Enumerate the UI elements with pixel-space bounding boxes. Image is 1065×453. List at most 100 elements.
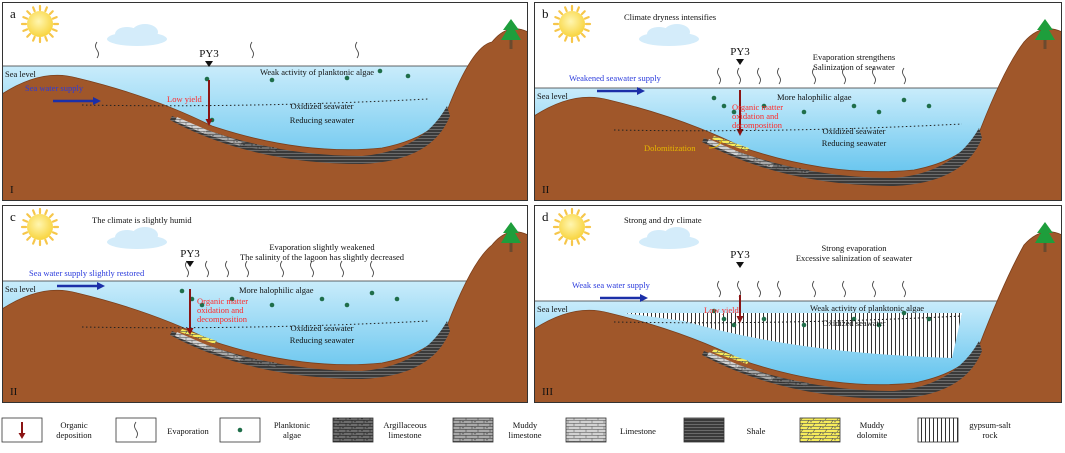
deposition-arrowhead-icon	[736, 316, 744, 323]
sun-icon	[552, 207, 592, 247]
evaporation-icon	[225, 260, 229, 278]
well-marker-icon	[186, 261, 194, 267]
argillaceous-limestone-layer	[240, 142, 277, 152]
legend-label: Muddy	[860, 420, 885, 430]
climate-text: The climate is slightly humid	[92, 215, 192, 225]
tree-icon	[1035, 19, 1055, 49]
cloud-icon	[107, 227, 167, 249]
panel-letter: a	[10, 6, 16, 21]
panel-border	[2, 2, 528, 201]
planktonic-algae-icon	[761, 316, 767, 322]
legend-swatch	[332, 417, 374, 443]
legend-swatch	[452, 417, 494, 443]
argillaceous-limestone-layer	[772, 377, 809, 387]
evaporation-icon	[902, 280, 906, 298]
planktonic-algae-icon	[319, 296, 325, 302]
planktonic-algae-icon	[731, 109, 737, 115]
arrowhead-icon	[18, 433, 26, 439]
planktonic-algae-icon	[269, 302, 275, 308]
cloud-icon	[639, 24, 699, 46]
oxidized-label: Oxidized seawater	[290, 323, 353, 333]
well-marker-icon	[736, 262, 744, 268]
evaporation-icon	[245, 260, 249, 278]
cloud-icon	[639, 227, 699, 249]
legend-swatch	[683, 417, 725, 443]
well-label: PY3	[730, 46, 750, 58]
evaporation-text: Salinization of seawater	[813, 62, 895, 72]
cloud-icon	[107, 24, 167, 46]
planktonic-algae-icon	[876, 109, 882, 115]
deposition-text: decomposition	[197, 314, 248, 324]
redox-boundary	[613, 315, 963, 324]
argillaceous-limestone-layer	[772, 164, 809, 174]
legend-item-evaporation: Evaporation	[115, 417, 210, 443]
evaporation-text: Evaporation slightly weakened	[269, 242, 375, 252]
planktonic-algae-icon	[377, 68, 383, 74]
planktonic-algae-icon	[229, 296, 235, 302]
sea-level-label: Sea level	[537, 91, 569, 101]
deposition-arrowhead-icon	[205, 119, 213, 126]
legend-label: Evaporation	[167, 426, 209, 436]
legend-label: Organic	[60, 420, 87, 430]
planktonic-algae-icon	[721, 316, 727, 322]
panel-letter: b	[542, 6, 549, 21]
legend-label: dolomite	[857, 430, 887, 440]
oxidized-label: Oxidized seawater	[822, 126, 885, 136]
legend-swatch	[917, 417, 959, 443]
limestone-layer	[707, 352, 739, 369]
evaporation-icon	[205, 260, 209, 278]
muddy-dolomite-layer	[712, 349, 749, 364]
climate-text: Strong and dry climate	[624, 215, 702, 225]
legend-label: limestone	[388, 430, 421, 440]
planktonic-algae-icon	[237, 427, 243, 433]
limestone-layer	[175, 117, 207, 134]
panel-border	[2, 205, 528, 403]
oxidized-label: Oxidized seawater	[822, 318, 885, 328]
legend-label: Argillaceous	[383, 420, 426, 430]
well-label: PY3	[199, 48, 219, 60]
muddy-limestone-layer	[737, 365, 774, 381]
supply-text: Weakened seawater supply	[569, 73, 662, 83]
stage-label: I	[10, 184, 14, 196]
evaporation-icon	[355, 41, 359, 59]
algae-label: Weak activity of planktonic algae	[810, 303, 924, 313]
tree-icon	[501, 19, 521, 49]
evaporation-icon	[812, 67, 816, 85]
supply-arrowhead-icon	[640, 294, 648, 302]
planktonic-algae-icon	[761, 103, 767, 109]
land	[534, 231, 1062, 403]
redox-boundary	[613, 123, 963, 132]
limestone-layer	[707, 139, 739, 156]
argillaceous-limestone-layer	[240, 357, 277, 367]
planktonic-algae-icon	[801, 322, 807, 328]
supply-arrowhead-icon	[97, 282, 105, 290]
reducing-label: Reducing seawater	[290, 115, 355, 125]
planktonic-algae-icon	[721, 103, 727, 109]
well-marker-icon	[736, 59, 744, 65]
planktonic-algae-icon	[851, 103, 857, 109]
legend-label: Shale	[747, 426, 766, 436]
oxidized-label: Oxidized seawater	[290, 101, 353, 111]
planktonic-algae-icon	[801, 109, 807, 115]
legend-label: gypsum-salt	[969, 420, 1011, 430]
planktonic-algae-icon	[344, 302, 350, 308]
evaporation-icon	[902, 67, 906, 85]
muddy-limestone-layer	[205, 130, 242, 146]
legend-swatch	[799, 417, 841, 443]
planktonic-algae-icon	[179, 288, 185, 294]
planktonic-algae-icon	[269, 77, 275, 83]
algae-label: Weak activity of planktonic algae	[260, 67, 374, 77]
redox-boundary	[81, 320, 429, 329]
dolomitization-arrow	[708, 139, 723, 149]
planktonic-algae-icon	[901, 310, 907, 316]
panel-border	[534, 2, 1062, 201]
